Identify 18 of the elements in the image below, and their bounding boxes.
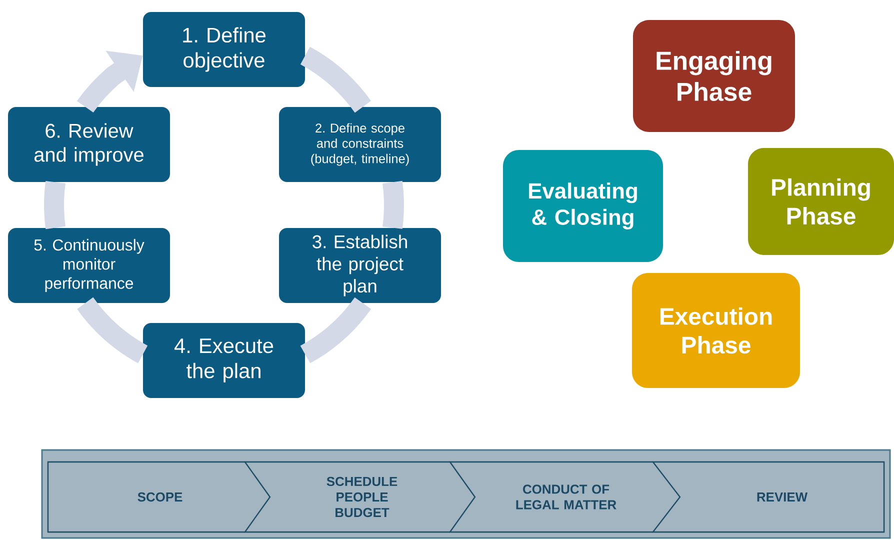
step-box: 6. Review and improve xyxy=(8,106,170,182)
chevron-step: SCHEDULE PEOPLE BUDGET xyxy=(244,461,476,533)
phase-box: Evaluating & Closing xyxy=(503,150,663,262)
chevron-step: REVIEW xyxy=(652,461,885,533)
step-box: 4. Execute the plan xyxy=(143,322,305,398)
node-label: SCHEDULE PEOPLE BUDGET xyxy=(326,476,398,518)
node-label: REVIEW xyxy=(757,492,808,502)
node-label: CONDUCT OF LEGAL MATTER xyxy=(516,484,616,510)
step-box: 2. Define scope and constraints (budget, timeline) xyxy=(279,106,441,182)
chevron-step: SCOPE xyxy=(47,461,271,533)
chevron-step: CONDUCT OF LEGAL MATTER xyxy=(448,461,681,533)
step-box: 1. Define objective xyxy=(143,12,305,87)
node-label: SCOPE xyxy=(138,492,182,502)
step-box: 5. Continuously monitor performance xyxy=(8,228,170,303)
phase-box: Execution Phase xyxy=(632,272,800,388)
phase-box: Planning Phase xyxy=(748,148,894,255)
phase-box: Engaging Phase xyxy=(633,20,795,132)
step-box: 3. Establish the project plan xyxy=(279,228,441,303)
